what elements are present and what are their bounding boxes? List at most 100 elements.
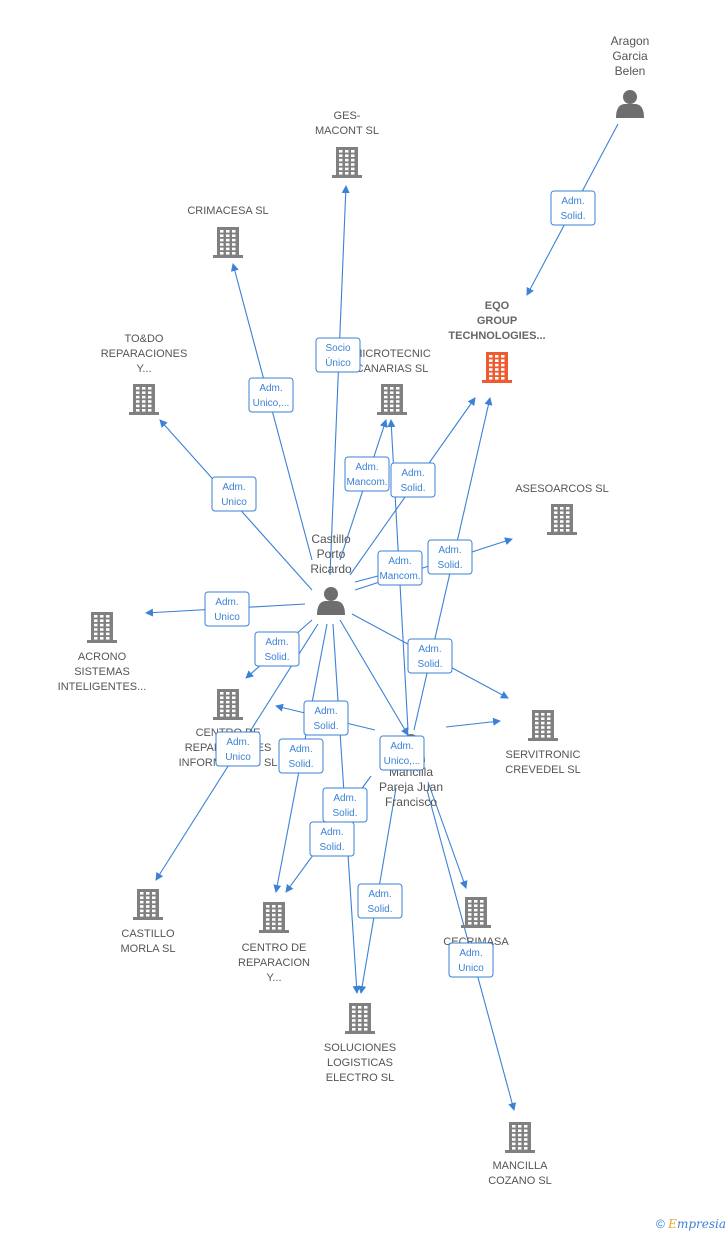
relation-label-text: Adm. bbox=[333, 793, 356, 804]
relation-label[interactable]: Adm. Solid. bbox=[550, 190, 596, 226]
node-label: GROUP bbox=[477, 315, 517, 327]
relation-label-text: Unico,... bbox=[253, 398, 290, 409]
relation-label[interactable]: Adm.Solid. bbox=[303, 700, 349, 736]
node-label: TO&DO bbox=[125, 333, 164, 345]
relation-label-box[interactable] bbox=[390, 462, 436, 498]
node-crimacesa[interactable]: CRIMACESA SL bbox=[187, 205, 269, 258]
relation-label[interactable]: Adm.Solid. bbox=[427, 539, 473, 575]
relation-label-box[interactable] bbox=[427, 539, 473, 575]
relation-label[interactable]: Adm.Solid. bbox=[254, 631, 300, 667]
relation-label[interactable]: Adm. Unico,... bbox=[248, 377, 294, 413]
node-label: ACRONO bbox=[78, 651, 127, 663]
relation-label-text: Solid. bbox=[313, 721, 338, 732]
node-centrorep[interactable]: CENTRO DEREPARACIONY... bbox=[238, 902, 310, 984]
relation-label-text: Solid. bbox=[288, 759, 313, 770]
node-gesmacont[interactable]: GES- MACONT SL bbox=[315, 110, 379, 178]
relation-label-box[interactable] bbox=[315, 337, 361, 373]
building-icon-focus bbox=[482, 352, 512, 383]
node-label: Y... bbox=[136, 363, 151, 375]
node-label: LOGISTICAS bbox=[327, 1057, 393, 1069]
relation-label-text: Adm. bbox=[388, 556, 411, 567]
relation-label-text: Adm. bbox=[226, 737, 249, 748]
relation-label-text: Adm. bbox=[259, 383, 282, 394]
node-mancillacozano[interactable]: MANCILLA COZANO SL bbox=[488, 1122, 552, 1187]
relation-label-box[interactable] bbox=[407, 638, 453, 674]
relation-label[interactable]: Adm.Unico bbox=[204, 591, 250, 627]
relation-label-box[interactable] bbox=[344, 456, 390, 492]
relation-label[interactable]: Adm.Unico bbox=[448, 942, 494, 978]
relation-label-box[interactable] bbox=[215, 731, 261, 767]
relation-label[interactable]: Adm.Solid. bbox=[407, 638, 453, 674]
relation-edge bbox=[329, 185, 350, 576]
relation-label-box[interactable] bbox=[379, 735, 425, 771]
node-label: COZANO SL bbox=[488, 1175, 552, 1187]
node-todo[interactable]: TO&DO REPARACIONES Y... bbox=[101, 333, 188, 415]
building-icon bbox=[213, 689, 243, 720]
relation-label-text: Solid. bbox=[367, 904, 392, 915]
node-label: MICROTECNIC bbox=[353, 348, 431, 360]
brand-name: mpresia bbox=[676, 1217, 726, 1231]
node-label: MACONT SL bbox=[315, 125, 379, 137]
relation-label[interactable]: Adm.Mancom. bbox=[377, 550, 423, 586]
node-label: Belen bbox=[615, 64, 646, 78]
relation-label[interactable]: Adm. Solid. bbox=[322, 787, 368, 823]
node-label: ASESOARCOS SL bbox=[515, 483, 609, 495]
relation-label-text: Unico bbox=[225, 752, 251, 763]
node-eqo[interactable]: EQOGROUPTECHNOLOGIES... bbox=[448, 300, 546, 383]
relation-label[interactable]: Adm.Solid. bbox=[309, 821, 355, 857]
relation-label-box[interactable] bbox=[204, 591, 250, 627]
relation-label-box[interactable] bbox=[309, 821, 355, 857]
relation-label-text: Solid. bbox=[560, 211, 585, 222]
relation-label-text: Solid. bbox=[400, 483, 425, 494]
relation-label-box[interactable] bbox=[448, 942, 494, 978]
node-label: REPARACIONES bbox=[101, 348, 188, 360]
relation-label-box[interactable] bbox=[278, 738, 324, 774]
building-icon bbox=[87, 612, 117, 643]
building-icon bbox=[129, 384, 159, 415]
node-label: MANCILLA bbox=[492, 1160, 548, 1172]
relation-label-box[interactable] bbox=[211, 476, 257, 512]
relation-label[interactable]: Adm.Unico,... bbox=[379, 735, 425, 771]
relation-label-box[interactable] bbox=[377, 550, 423, 586]
node-label: CENTRO DE bbox=[242, 942, 307, 954]
relation-label[interactable]: Adm.Unico bbox=[211, 476, 257, 512]
relation-label-box[interactable] bbox=[254, 631, 300, 667]
connector-line bbox=[427, 781, 468, 889]
node-label: GES- bbox=[334, 110, 361, 122]
relation-label[interactable]: Adm.Solid. bbox=[357, 883, 403, 919]
relation-label-box[interactable] bbox=[248, 377, 294, 413]
node-label: CRIMACESA SL bbox=[187, 205, 268, 217]
node-asesoarcos[interactable]: ASESOARCOS SL bbox=[515, 483, 609, 535]
building-icon bbox=[213, 227, 243, 258]
node-cecrimasa[interactable]: CECRIMASA bbox=[443, 897, 509, 948]
node-label: SISTEMAS bbox=[74, 666, 130, 678]
relation-label[interactable]: Adm.Solid. bbox=[390, 462, 436, 498]
relation-label-text: Adm. bbox=[215, 597, 238, 608]
relation-label-text: Adm. bbox=[265, 637, 288, 648]
relation-label-text: Adm. bbox=[561, 196, 584, 207]
brand-initial: E bbox=[668, 1217, 677, 1231]
relation-label-box[interactable] bbox=[357, 883, 403, 919]
relation-label[interactable]: Adm. Unico bbox=[215, 731, 261, 767]
node-label: Ricardo bbox=[310, 562, 352, 576]
node-acrono[interactable]: ACRONOSISTEMASINTELIGENTES... bbox=[58, 612, 147, 693]
building-icon bbox=[345, 1003, 375, 1034]
relation-label-text: Solid. bbox=[332, 808, 357, 819]
building-icon bbox=[332, 147, 362, 178]
relation-label[interactable]: Adm.Mancom. bbox=[344, 456, 390, 492]
node-label: Pareja Juan bbox=[379, 780, 443, 794]
building-icon bbox=[259, 902, 289, 933]
relation-label-box[interactable] bbox=[303, 700, 349, 736]
building-icon bbox=[547, 504, 577, 535]
relation-label[interactable]: Adm.Solid. bbox=[278, 738, 324, 774]
relation-label-text: Adm. bbox=[438, 545, 461, 556]
relation-label-box[interactable] bbox=[550, 190, 596, 226]
building-icon bbox=[505, 1122, 535, 1153]
